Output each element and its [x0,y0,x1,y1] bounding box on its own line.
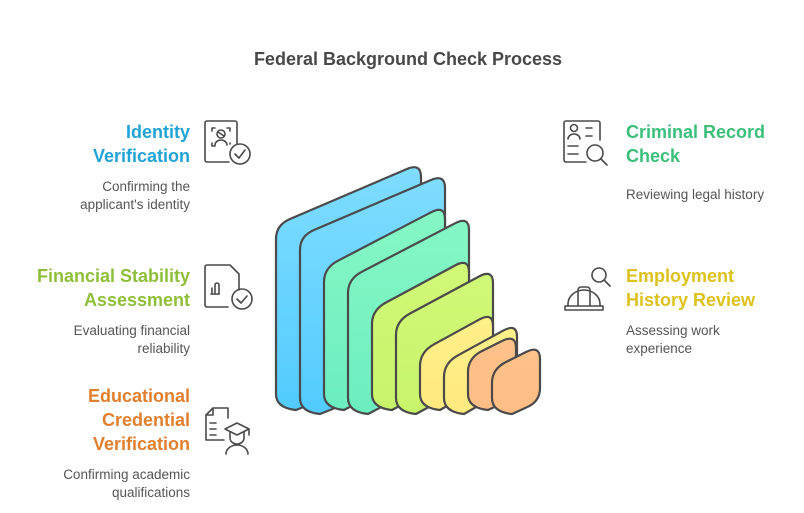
step-employment-history: Employment History Review Assessing work… [626,264,755,358]
step-identity-verification: Identity Verification Confirming the app… [80,120,190,214]
step-criminal-record: Criminal Record Check Reviewing legal hi… [626,120,765,204]
step-description: Assessing work experience [626,323,720,356]
document-graduate-icon [202,404,254,456]
step-heading: Employment History Review [626,266,756,310]
step-financial-stability: Financial Stability Assessment Evaluatin… [37,264,190,358]
document-chart-check-icon [202,262,254,314]
step-heading: Criminal Record Check [626,122,766,166]
step-heading: Financial Stability Assessment [36,266,190,310]
orange-layer-front-face [490,348,542,416]
step-educational-credential: Educational Credential Verification Conf… [63,384,190,502]
step-description: Evaluating financial reliability [73,323,190,356]
hard-hat-search-icon [562,262,614,314]
step-description: Confirming the applicant's identity [80,179,190,212]
diagram-title: Federal Background Check Process [253,49,563,69]
step-heading: Educational Credential Verification [87,386,190,454]
step-heading: Identity Verification [92,122,190,166]
orange-layer [466,337,542,416]
step-description: Reviewing legal history [626,187,765,202]
step-description: Confirming academic qualifications [63,467,190,500]
id-card-search-icon [562,118,614,170]
face-scan-check-icon [202,118,254,170]
